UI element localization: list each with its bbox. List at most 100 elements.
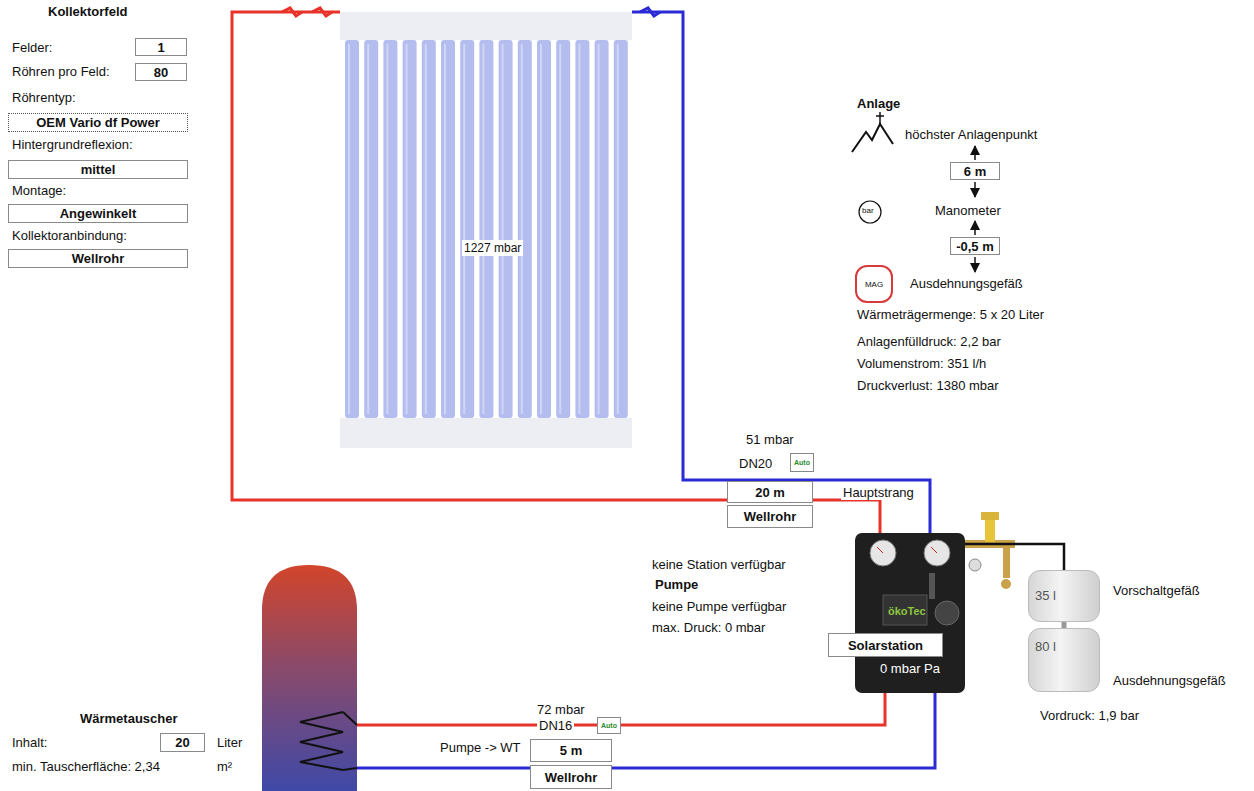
- summit-cross: [876, 115, 884, 117]
- node-vessel: 80 lAusdehnungsgefäß: [1028, 628, 1100, 692]
- gauge-needle: [877, 547, 883, 553]
- node-box: Angewinkelt: [8, 204, 188, 223]
- text-label: Pumpe: [655, 577, 698, 592]
- text-label: Ausdehnungsgefäß: [910, 276, 1023, 291]
- node-text: 35 l: [1035, 588, 1056, 603]
- return-pipe: [357, 693, 935, 768]
- vacuum-tube: [556, 40, 570, 418]
- text-label: Anlagenfülldruck: 2,2 bar: [857, 334, 1001, 349]
- summit-cross: [879, 112, 881, 124]
- manometer-icon: [859, 201, 881, 223]
- node-text: Wellrohr: [744, 509, 797, 524]
- valve-gauge: [969, 559, 981, 571]
- node-box: 6 m: [950, 162, 1000, 180]
- node-text: Auto: [601, 722, 617, 729]
- node-box: -0,5 m: [950, 237, 1000, 255]
- node-text: 1227 mbar: [462, 240, 523, 256]
- thermometer-gauge: [924, 540, 950, 566]
- vacuum-tube: [518, 40, 532, 418]
- node-auto: Auto: [790, 453, 814, 472]
- text-label: Kollektorfeld: [48, 4, 127, 19]
- node-box: Wellrohr: [727, 505, 813, 528]
- vacuum-tube: [345, 40, 359, 418]
- node-box: 20 m: [727, 481, 813, 503]
- node-text: OEM Vario df Power: [36, 115, 160, 130]
- tube-highlight: [540, 44, 542, 414]
- node-box: Wellrohr: [8, 249, 188, 268]
- text-label: Montage:: [12, 183, 66, 198]
- height-arrow: [974, 221, 976, 235]
- text-label: DN20: [739, 456, 772, 471]
- vacuum-tube: [364, 40, 378, 418]
- vacuum-tube: [499, 40, 513, 418]
- vacuum-tube: [441, 40, 455, 418]
- text-label: DN16: [537, 718, 574, 733]
- node-box: 5 m: [530, 739, 612, 762]
- safety-valve-cap: [981, 512, 999, 520]
- text-label: Wärmetauscher: [80, 711, 178, 726]
- tube-highlight: [348, 44, 350, 414]
- node-text: Wellrohr: [545, 770, 598, 785]
- text-label: Pumpe -> WT: [440, 740, 521, 755]
- tube-highlight: [502, 44, 504, 414]
- node-free: 1227 mbar: [340, 12, 632, 448]
- text-label: 51 mbar: [746, 432, 794, 447]
- tube-highlight: [617, 44, 619, 414]
- text-label: Wärmeträgermenge: 5 x 20 Liter: [857, 307, 1044, 322]
- text-label: Anlage: [857, 96, 900, 111]
- node-text: mittel: [81, 162, 116, 177]
- node-text: 80: [154, 65, 168, 80]
- node-box: Solarstation: [828, 633, 943, 657]
- vacuum-tube: [422, 40, 436, 418]
- node-text: Vorschaltgefäß: [1113, 583, 1200, 598]
- node-text: 20 m: [755, 485, 785, 500]
- height-arrow: [974, 182, 976, 197]
- node-text: Solarstation: [848, 638, 923, 653]
- tube-highlight: [406, 44, 408, 414]
- vacuum-tube: [595, 40, 609, 418]
- text-label: keine Station verfügbar: [652, 557, 786, 572]
- node-text: Auto: [794, 459, 810, 466]
- node-text: -0,5 m: [956, 239, 994, 254]
- text-label: Inhalt:: [12, 735, 47, 750]
- node-text: 6 m: [964, 164, 986, 179]
- tube-highlight: [463, 44, 465, 414]
- text-label: Röhrentyp:: [12, 90, 76, 105]
- text-label: min. Tauscherfläche: 2,34: [12, 759, 160, 774]
- gauge-needle: [931, 547, 937, 553]
- vacuum-tube: [403, 40, 417, 418]
- text-label: Manometer: [935, 203, 1001, 218]
- collector-tubes: [345, 40, 628, 418]
- node-text: 80 l: [1035, 639, 1056, 654]
- tube-highlight: [425, 44, 427, 414]
- text-label: 72 mbar: [537, 702, 585, 717]
- flow-meter: [929, 573, 935, 599]
- text-label: Druckverlust: 1380 mbar: [857, 378, 999, 393]
- vacuum-tube: [383, 40, 397, 418]
- text-label: Hintergrundreflexion:: [12, 137, 133, 152]
- node-box: 1: [135, 38, 187, 56]
- text-label: Hauptstrang: [841, 485, 916, 500]
- logo-plate: [883, 595, 927, 625]
- vacuum-tube: [537, 40, 551, 418]
- coil-lead: [343, 712, 357, 725]
- heat-exchanger-coil: [300, 712, 343, 770]
- tube-highlight: [559, 44, 561, 414]
- node-text: 0 mbar Pa: [855, 661, 965, 676]
- node-text: Ausdehnungsgefäß: [1113, 673, 1226, 688]
- node-text: Angewinkelt: [60, 206, 137, 221]
- node-vessel: 35 lVorschaltgefäß: [1028, 570, 1100, 622]
- text-label: Liter: [217, 735, 242, 750]
- pipe-connector: [232, 12, 880, 533]
- text-label: Röhren pro Feld:: [12, 64, 110, 79]
- vacuum-tube: [614, 40, 628, 418]
- safety-valve: [985, 518, 995, 542]
- text-label: Kollektoranbindung:: [12, 228, 127, 243]
- height-arrow: [974, 257, 976, 272]
- thermometer-gauge: [870, 540, 896, 566]
- text-label: ökoTec: [888, 605, 926, 617]
- brass-fitting: [1003, 548, 1010, 578]
- tube-highlight: [521, 44, 523, 414]
- text-label: keine Pumpe verfügbar: [652, 599, 786, 614]
- node-text: Wellrohr: [72, 251, 125, 266]
